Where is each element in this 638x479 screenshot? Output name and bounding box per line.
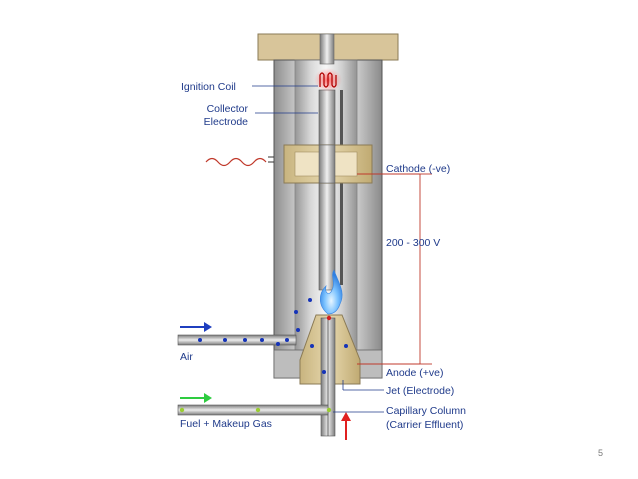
cathode-rod-segment [318,144,336,184]
anode-label: Anode (+ve) [386,367,444,379]
fuel-label: Fuel + Makeup Gas [180,418,272,430]
column-arrow-head [341,412,351,421]
capillary-label-line1: Capillary Column [386,405,466,417]
exhaust-tube [319,33,335,65]
red-leader-lines [357,173,432,365]
cathode-label: Cathode (-ve) [386,163,450,175]
ion-dots [198,298,348,374]
flame [319,269,343,315]
collector-electrode [318,89,336,291]
ignition-coil-icon [319,72,337,88]
air-label: Air [180,351,193,363]
collector-label-line2: Electrode [204,116,249,128]
fuel-arrow-head [204,393,212,403]
fuel-pipe [177,404,329,416]
voltage-label: 200 - 300 V [386,237,440,249]
capillary-label-line2: (Carrier Effluent) [386,419,463,431]
jet-label: Jet (Electrode) [386,385,454,397]
fuel-dots [179,407,332,413]
air-arrow-head [204,322,212,332]
ignition-coil-label: Ignition Coil [181,81,236,93]
slide-page-number: 5 [597,448,603,458]
collector-label-line1: Collector [207,103,249,115]
collector-rod [340,90,343,285]
jet-tip-dot [326,315,332,321]
leader-lines [252,85,384,413]
signal-wave [205,157,267,167]
air-pipe [177,334,297,346]
